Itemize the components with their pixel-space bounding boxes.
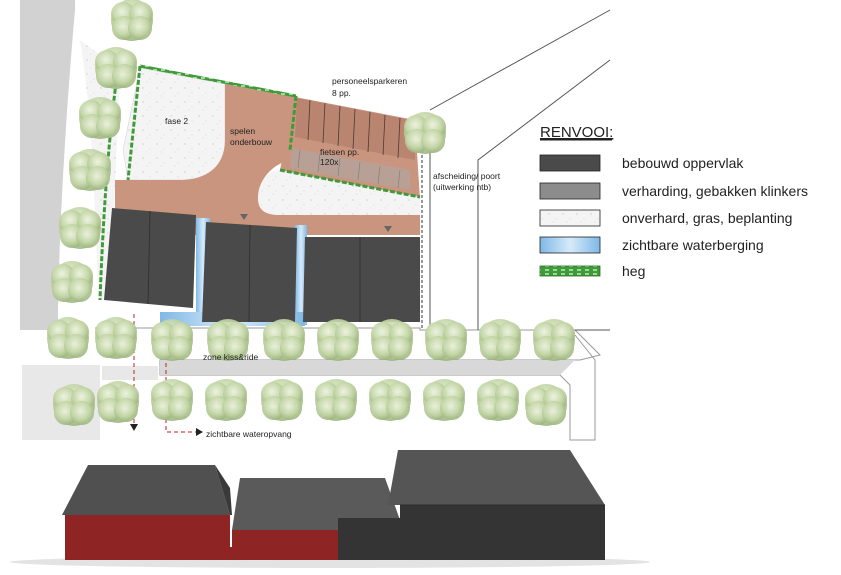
legend-item-building: bebouwd oppervlak	[622, 155, 744, 171]
tree	[425, 319, 467, 361]
building-west	[104, 208, 196, 308]
tree	[479, 319, 521, 361]
elevation-facade-middle-dark	[338, 518, 400, 560]
tree	[151, 379, 193, 421]
elevation-roof-left	[62, 465, 230, 515]
tree	[97, 381, 139, 423]
tree	[525, 384, 567, 426]
label-play-area-2: onderbouw	[230, 137, 273, 147]
building-east	[303, 237, 420, 322]
legend-swatch-building	[539, 154, 601, 172]
tree	[95, 47, 137, 89]
legend-swatch-hedge	[539, 265, 601, 277]
tree	[95, 317, 137, 359]
legend: RENVOOI: bebouwd oppervlak verharding, g…	[539, 124, 808, 279]
legend-swatch-water	[539, 236, 601, 254]
paving-middle	[115, 84, 260, 215]
legend-swatch-paving	[539, 182, 601, 200]
tree	[533, 319, 575, 361]
label-kiss-ride: zone kiss&ride	[203, 352, 259, 362]
elevation-view	[10, 450, 650, 568]
tree	[207, 319, 249, 361]
label-bike-parking-1: fietsen pp.	[320, 147, 359, 157]
label-bike-parking-2: 120x	[320, 157, 339, 167]
staff-parking	[295, 98, 415, 160]
buildings	[104, 208, 420, 326]
tree	[79, 97, 121, 139]
bike-parking	[290, 148, 410, 190]
elevation-facade-right	[400, 505, 605, 560]
legend-item-grass: onverhard, gras, beplanting	[622, 210, 792, 226]
tree	[423, 379, 465, 421]
label-staff-parking-1: personeelsparkeren	[332, 76, 407, 86]
label-play-area-1: spelen	[230, 126, 255, 136]
label-water: zichtbare wateropvang	[206, 429, 292, 439]
label-gate-2: (uitwerking ntb)	[433, 182, 491, 192]
tree	[51, 261, 93, 303]
tree	[317, 319, 359, 361]
tree	[369, 379, 411, 421]
tree	[47, 317, 89, 359]
label-phase2: fase 2	[165, 116, 188, 126]
label-gate-1: afscheiding/ poort	[433, 171, 501, 181]
tree	[151, 319, 193, 361]
tree	[404, 112, 446, 154]
tree	[69, 149, 111, 191]
tree	[371, 319, 413, 361]
tree	[111, 0, 153, 41]
legend-swatch-grass	[539, 209, 601, 227]
legend-item-hedge: heg	[622, 263, 645, 279]
tree	[205, 379, 247, 421]
trees	[47, 0, 575, 426]
label-staff-parking-2: 8 pp.	[332, 88, 351, 98]
tree	[477, 379, 519, 421]
legend-item-water: zichtbare waterberging	[622, 237, 764, 253]
legend-title: RENVOOI:	[540, 124, 613, 141]
road-lines	[429, 9, 611, 331]
elevation-roof-right	[388, 450, 605, 505]
site-plan: fase 2 spelen onderbouw personeelsparker…	[20, 0, 611, 441]
elevation-roof-middle	[232, 478, 400, 530]
tree	[315, 379, 357, 421]
tree	[53, 384, 95, 426]
kiss-ride-strip	[160, 360, 575, 375]
grass-island	[258, 170, 420, 215]
tree	[59, 207, 101, 249]
elevation-low-wall	[148, 547, 240, 560]
legend-item-paving: verharding, gebakken klinkers	[622, 183, 808, 199]
tree	[261, 379, 303, 421]
elevation-facade-middle	[232, 530, 340, 560]
tree	[263, 319, 305, 361]
